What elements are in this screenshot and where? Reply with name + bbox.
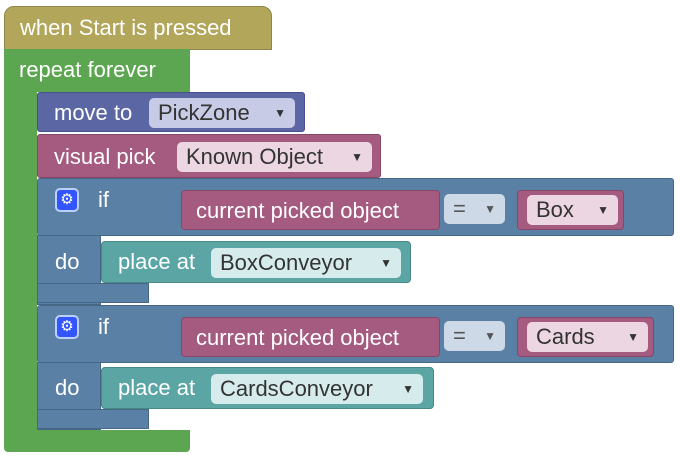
do-label: do — [55, 249, 80, 274]
place-at-label: place at — [118, 249, 196, 274]
known-object-dropdown[interactable]: Known Object ▼ — [177, 142, 372, 172]
caret-down-icon: ▼ — [484, 329, 496, 343]
if-block-2-bottom — [37, 409, 149, 429]
boxconveyor-value: BoxConveyor — [220, 250, 353, 275]
do-label: do — [55, 375, 80, 400]
pickzone-value: PickZone — [158, 100, 250, 125]
move-to-block[interactable]: move to PickZone ▼ — [37, 92, 305, 132]
if-label: if — [98, 314, 109, 339]
box-value-block[interactable]: Box ▼ — [517, 190, 624, 230]
operator-dropdown[interactable]: = ▼ — [444, 321, 505, 351]
visual-pick-block[interactable]: visual pick Known Object ▼ — [37, 134, 381, 178]
operator-value: = — [453, 196, 466, 221]
loop-left-arm — [4, 91, 37, 431]
caret-down-icon: ▼ — [484, 202, 496, 216]
loop-bottom-arm — [4, 430, 190, 452]
operator-value: = — [453, 323, 466, 348]
pick-label: visual pick — [54, 144, 156, 169]
if-block-1-bottom — [37, 283, 149, 303]
if-label: if — [98, 187, 109, 212]
move-label: move to — [54, 100, 133, 125]
box-dropdown[interactable]: Box ▼ — [527, 195, 618, 225]
current-picked-object-label: current picked object — [196, 198, 399, 223]
pickzone-dropdown[interactable]: PickZone ▼ — [149, 98, 295, 128]
place-at-block-2[interactable]: place at CardsConveyor ▼ — [101, 367, 434, 409]
cards-value-block[interactable]: Cards ▼ — [517, 317, 654, 357]
if-block-1[interactable]: ⚙ if current picked object = ▼ Box ▼ — [37, 178, 674, 236]
event-block[interactable]: when Start is pressed — [4, 6, 272, 50]
gear-icon[interactable]: ⚙ — [55, 315, 79, 339]
caret-down-icon: ▼ — [402, 382, 414, 396]
cards-dropdown[interactable]: Cards ▼ — [527, 322, 648, 352]
repeat-forever-block[interactable]: repeat forever — [4, 49, 190, 92]
operator-dropdown[interactable]: = ▼ — [444, 194, 505, 224]
current-picked-object-block[interactable]: current picked object — [181, 317, 440, 357]
cardsconveyor-value: CardsConveyor — [220, 376, 373, 401]
if-block-2[interactable]: ⚙ if current picked object = ▼ Cards ▼ — [37, 305, 674, 363]
boxconveyor-dropdown[interactable]: BoxConveyor ▼ — [211, 248, 401, 278]
box-value: Box — [536, 197, 574, 222]
cards-value: Cards — [536, 324, 595, 349]
current-picked-object-label: current picked object — [196, 325, 399, 350]
place-at-block-1[interactable]: place at BoxConveyor ▼ — [101, 241, 411, 283]
caret-down-icon: ▼ — [274, 106, 286, 120]
caret-down-icon: ▼ — [380, 256, 392, 270]
cardsconveyor-dropdown[interactable]: CardsConveyor ▼ — [211, 374, 423, 404]
place-at-label: place at — [118, 375, 196, 400]
caret-down-icon: ▼ — [351, 150, 363, 164]
loop-label: repeat forever — [19, 57, 156, 82]
caret-down-icon: ▼ — [597, 203, 609, 217]
event-label: when Start is pressed — [20, 15, 232, 40]
gear-icon[interactable]: ⚙ — [55, 188, 79, 212]
known-object-value: Known Object — [186, 144, 323, 169]
caret-down-icon: ▼ — [627, 330, 639, 344]
current-picked-object-block[interactable]: current picked object — [181, 190, 440, 230]
